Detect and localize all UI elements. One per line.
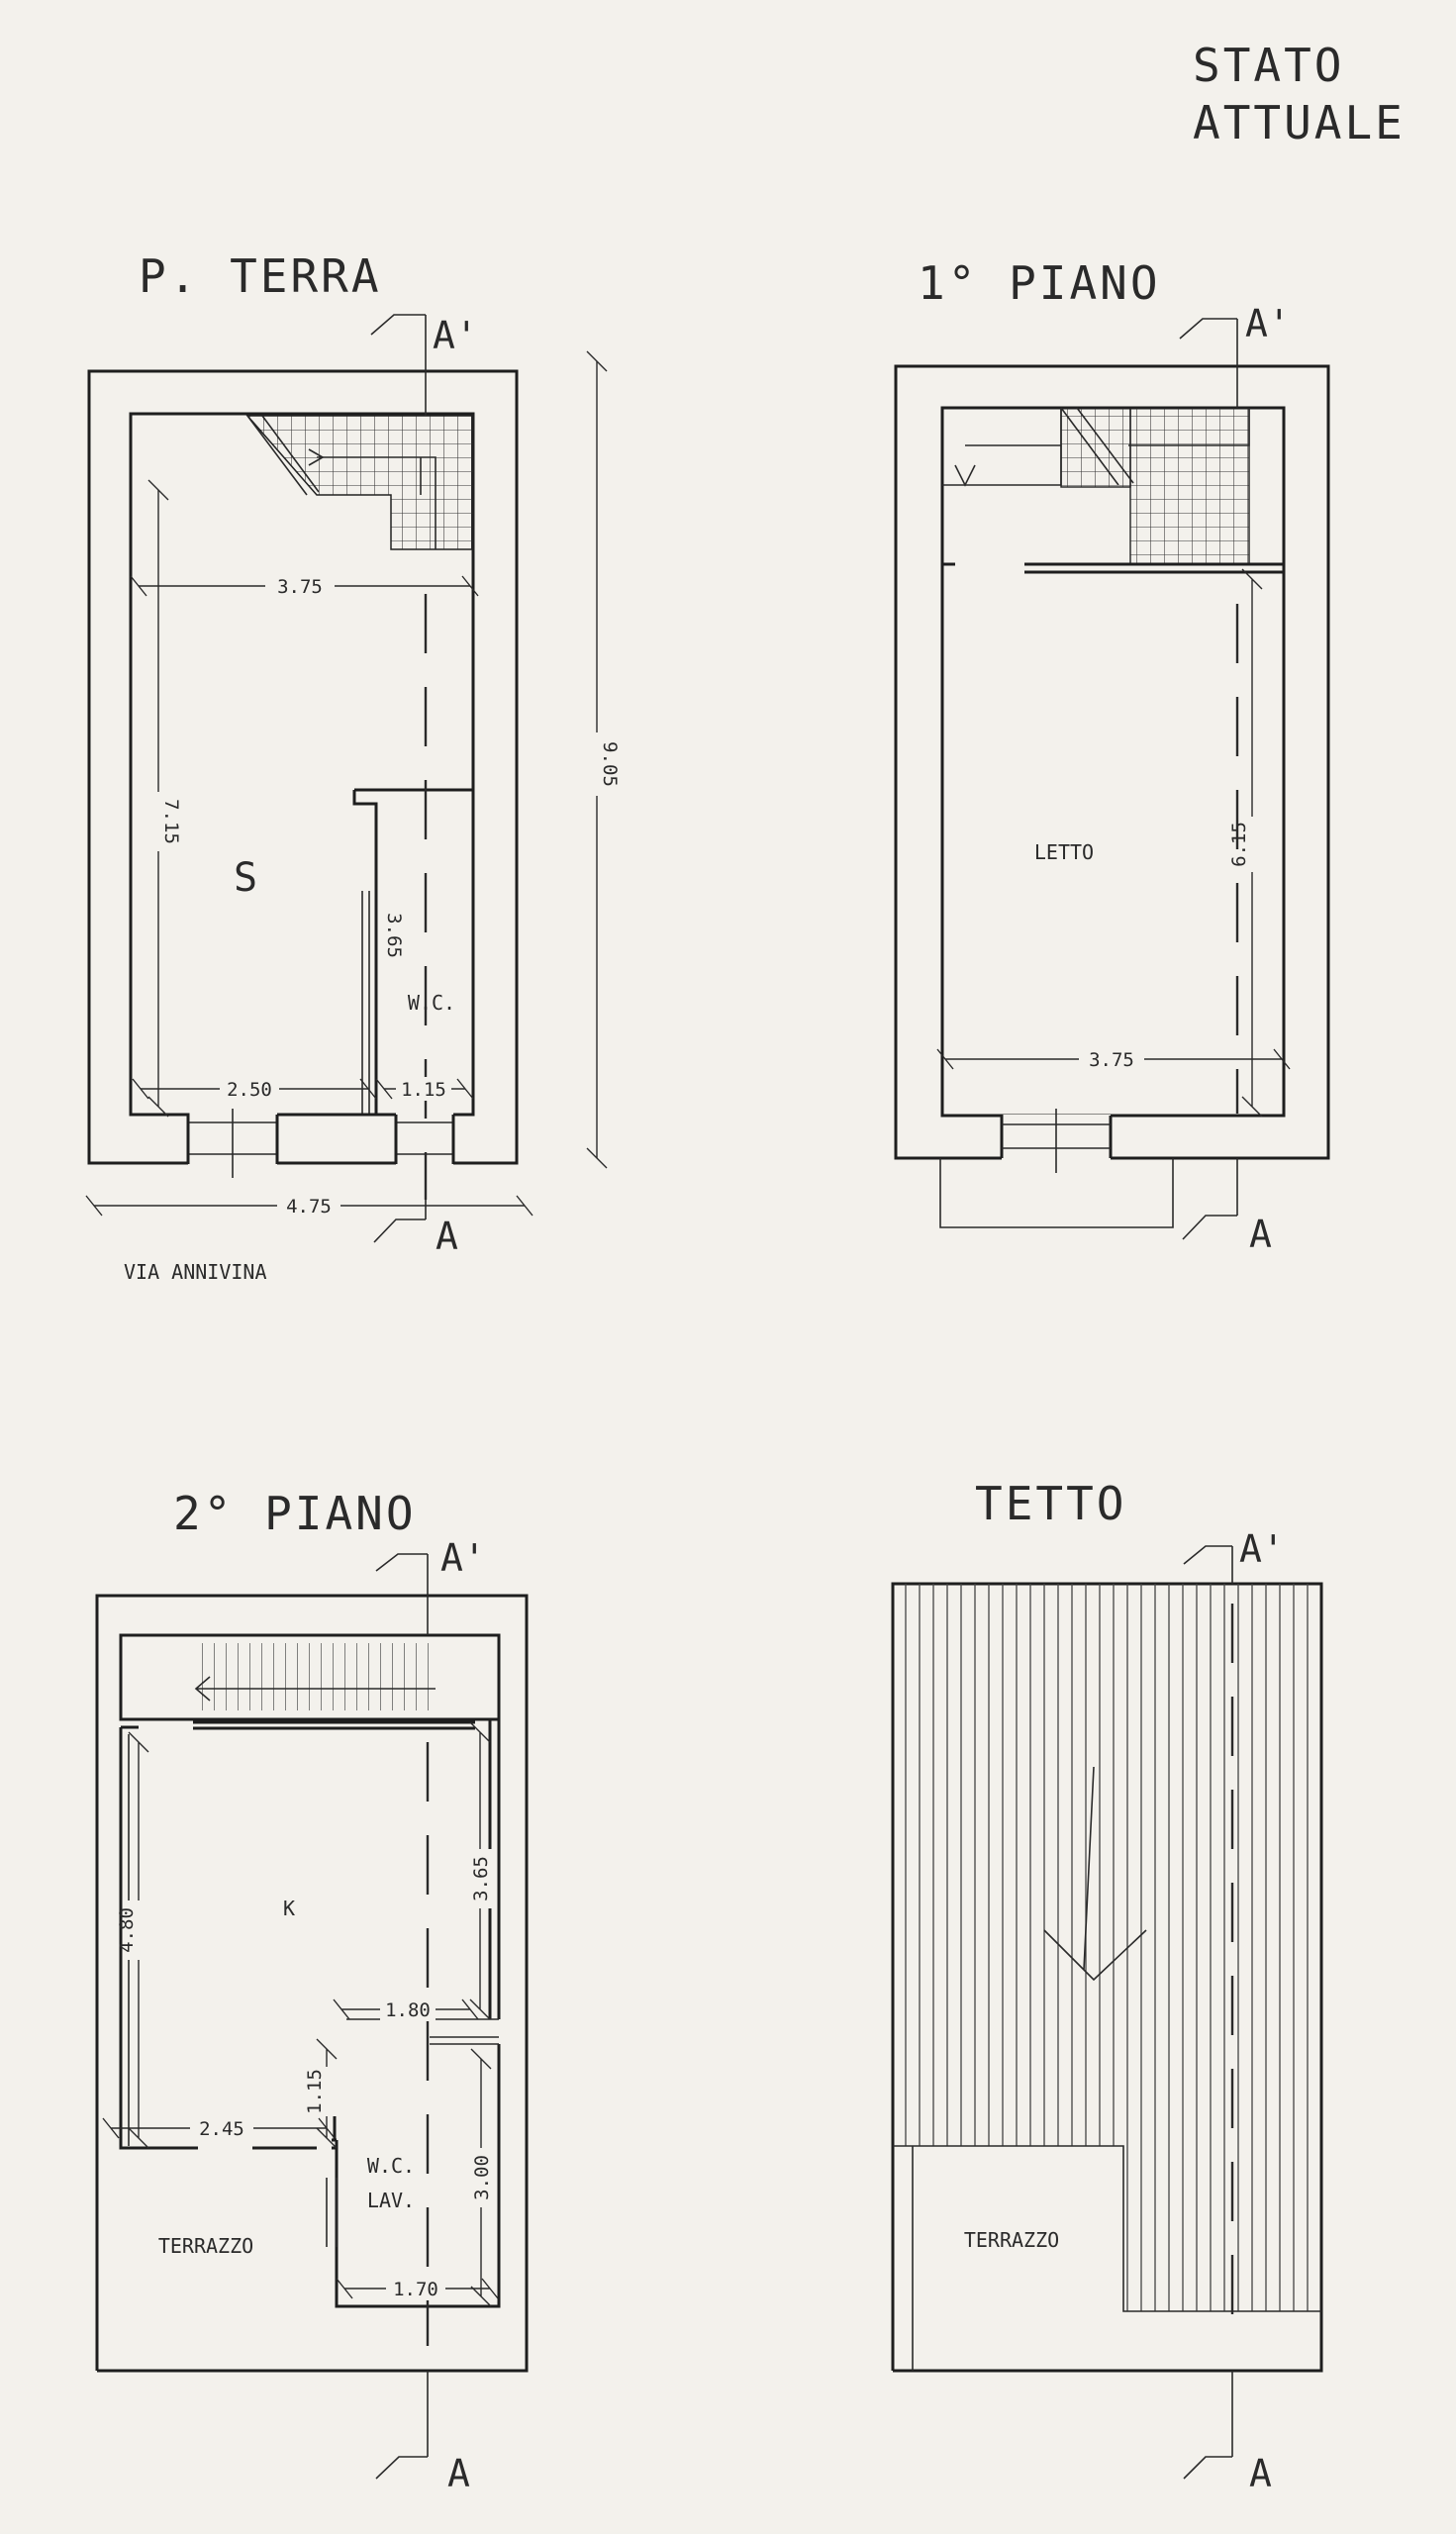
dimension-lines xyxy=(936,568,1291,1118)
dim-wc-height: 3.65 xyxy=(383,913,405,958)
section-label-bottom: A xyxy=(447,2452,470,2495)
plan-title: TETTO xyxy=(975,1477,1126,1530)
stair-partition xyxy=(942,562,1284,574)
street-label: VIA ANNIVINA xyxy=(124,1260,267,1284)
section-label-bottom: A xyxy=(1249,1213,1272,1256)
dim-right: 1.15 xyxy=(401,1079,446,1101)
wc-partition xyxy=(352,788,473,1114)
room-label-main: K xyxy=(283,1897,295,1920)
entrance-door xyxy=(188,1109,453,1178)
slope-arrow xyxy=(1043,1766,1147,1982)
plan-first-floor: 1° PIANO A' A 6.15 3.75 xyxy=(894,256,1330,1256)
room-label-wc-1: W.C. xyxy=(367,2154,415,2178)
dim-height: 6.15 xyxy=(1228,822,1250,867)
dim-height: 7.15 xyxy=(160,799,182,844)
dimension-lines xyxy=(102,1721,499,2307)
header-line2: ATTUALE xyxy=(1193,96,1406,149)
wc-partition xyxy=(346,2018,499,2045)
dim-small-h: 1.15 xyxy=(304,2069,326,2114)
terrace-label: TERRAZZO xyxy=(158,2234,253,2258)
section-label-top: A' xyxy=(433,314,478,357)
plan-ground-floor: P. TERRA A' A xyxy=(85,249,621,1284)
sheet-header: STATO ATTUALE xyxy=(1193,39,1406,149)
dim-total-width: 4.75 xyxy=(286,1196,332,1218)
staircase xyxy=(245,415,474,550)
plan-title: 1° PIANO xyxy=(918,256,1161,310)
plan-title: P. TERRA xyxy=(139,249,382,303)
dim-total-height: 9.05 xyxy=(599,741,621,787)
section-label-bottom: A xyxy=(1249,2452,1272,2495)
plan-roof: TETTO A' A TERRAZZO xyxy=(891,1477,1323,2495)
room-label-wc-2: LAV. xyxy=(367,2189,415,2212)
room-label-main: LETTO xyxy=(1034,840,1094,864)
header-line1: STATO xyxy=(1193,39,1344,92)
outer-wall xyxy=(87,369,519,1165)
dim-height-left: 4.80 xyxy=(116,1907,138,1953)
balcony xyxy=(939,1158,1174,1228)
room-label-wc: W.C. xyxy=(408,991,455,1015)
section-label-top: A' xyxy=(1245,302,1291,345)
dim-height-right: 3.65 xyxy=(470,1856,492,1901)
plan-title: 2° PIANO xyxy=(173,1487,417,1540)
section-label-bottom: A xyxy=(436,1215,458,1258)
section-label-top: A' xyxy=(1239,1527,1285,1571)
wc-door-jamb xyxy=(361,891,370,1114)
section-label-top: A' xyxy=(440,1536,486,1580)
dim-width-inner: 3.75 xyxy=(1089,1049,1134,1071)
roof-outline xyxy=(891,1582,1323,2373)
staircase xyxy=(198,1643,436,1710)
staircase xyxy=(942,407,1250,565)
dim-wc-height: 3.00 xyxy=(471,2155,493,2200)
room-label-main: S xyxy=(234,855,257,901)
window xyxy=(1002,1109,1111,1173)
wc-window xyxy=(326,2178,338,2247)
terrace-outline xyxy=(893,2145,1321,2371)
plan-second-floor: 2° PIANO A' A xyxy=(95,1487,529,2495)
terrace-label: TERRAZZO xyxy=(964,2228,1059,2252)
outer-wall xyxy=(95,1594,529,2373)
stair-landing xyxy=(119,1633,501,1721)
roof-tiles xyxy=(905,1584,1309,2311)
dim-wc-width: 1.80 xyxy=(385,1999,431,2021)
dim-wc-bottom: 1.70 xyxy=(393,2279,438,2300)
dim-width-inner: 3.75 xyxy=(277,576,323,598)
dim-left: 2.50 xyxy=(227,1079,272,1101)
dimension-lines xyxy=(85,350,611,1218)
dim-left: 2.45 xyxy=(199,2118,244,2140)
